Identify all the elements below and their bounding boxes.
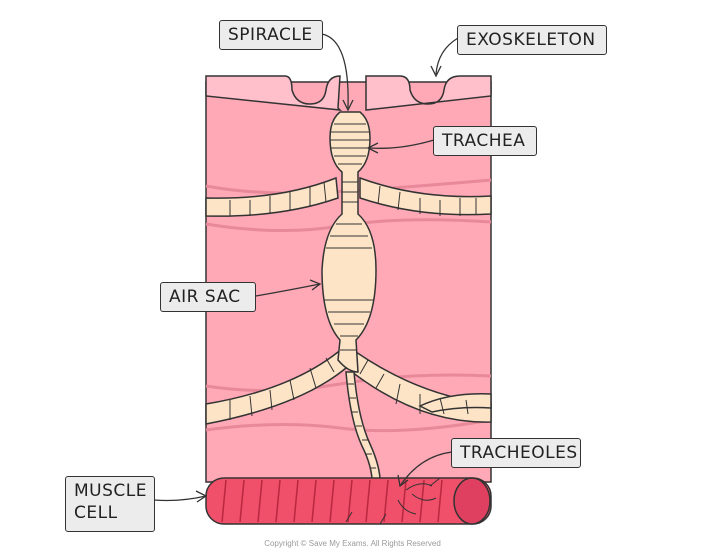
exoskeleton-label: EXOSKELETON	[457, 25, 607, 55]
tracheoles-arrow	[399, 451, 453, 487]
spiracle-label: SPIRACLE	[219, 20, 323, 50]
muscle-cell-shape	[205, 477, 492, 525]
exoskeleton-arrow	[435, 37, 459, 75]
air-sac-label: AIR SAC	[160, 282, 256, 312]
trachea-label: TRACHEA	[433, 126, 537, 156]
air-sac-arrow	[255, 283, 321, 297]
spiracle-arrow	[321, 33, 349, 109]
exoskeleton-layer	[205, 75, 492, 111]
muscle-cell-arrow	[153, 495, 207, 502]
trachea-arrow	[369, 139, 435, 149]
pointer-arrows	[153, 33, 459, 503]
muscle-cell-label: MUSCLE CELL	[65, 476, 155, 532]
tracheal-rings	[229, 123, 477, 469]
copyright-notice: Copyright © Save My Exams. All Rights Re…	[264, 539, 441, 548]
tracheoles-label: TRACHEOLES	[451, 438, 581, 468]
